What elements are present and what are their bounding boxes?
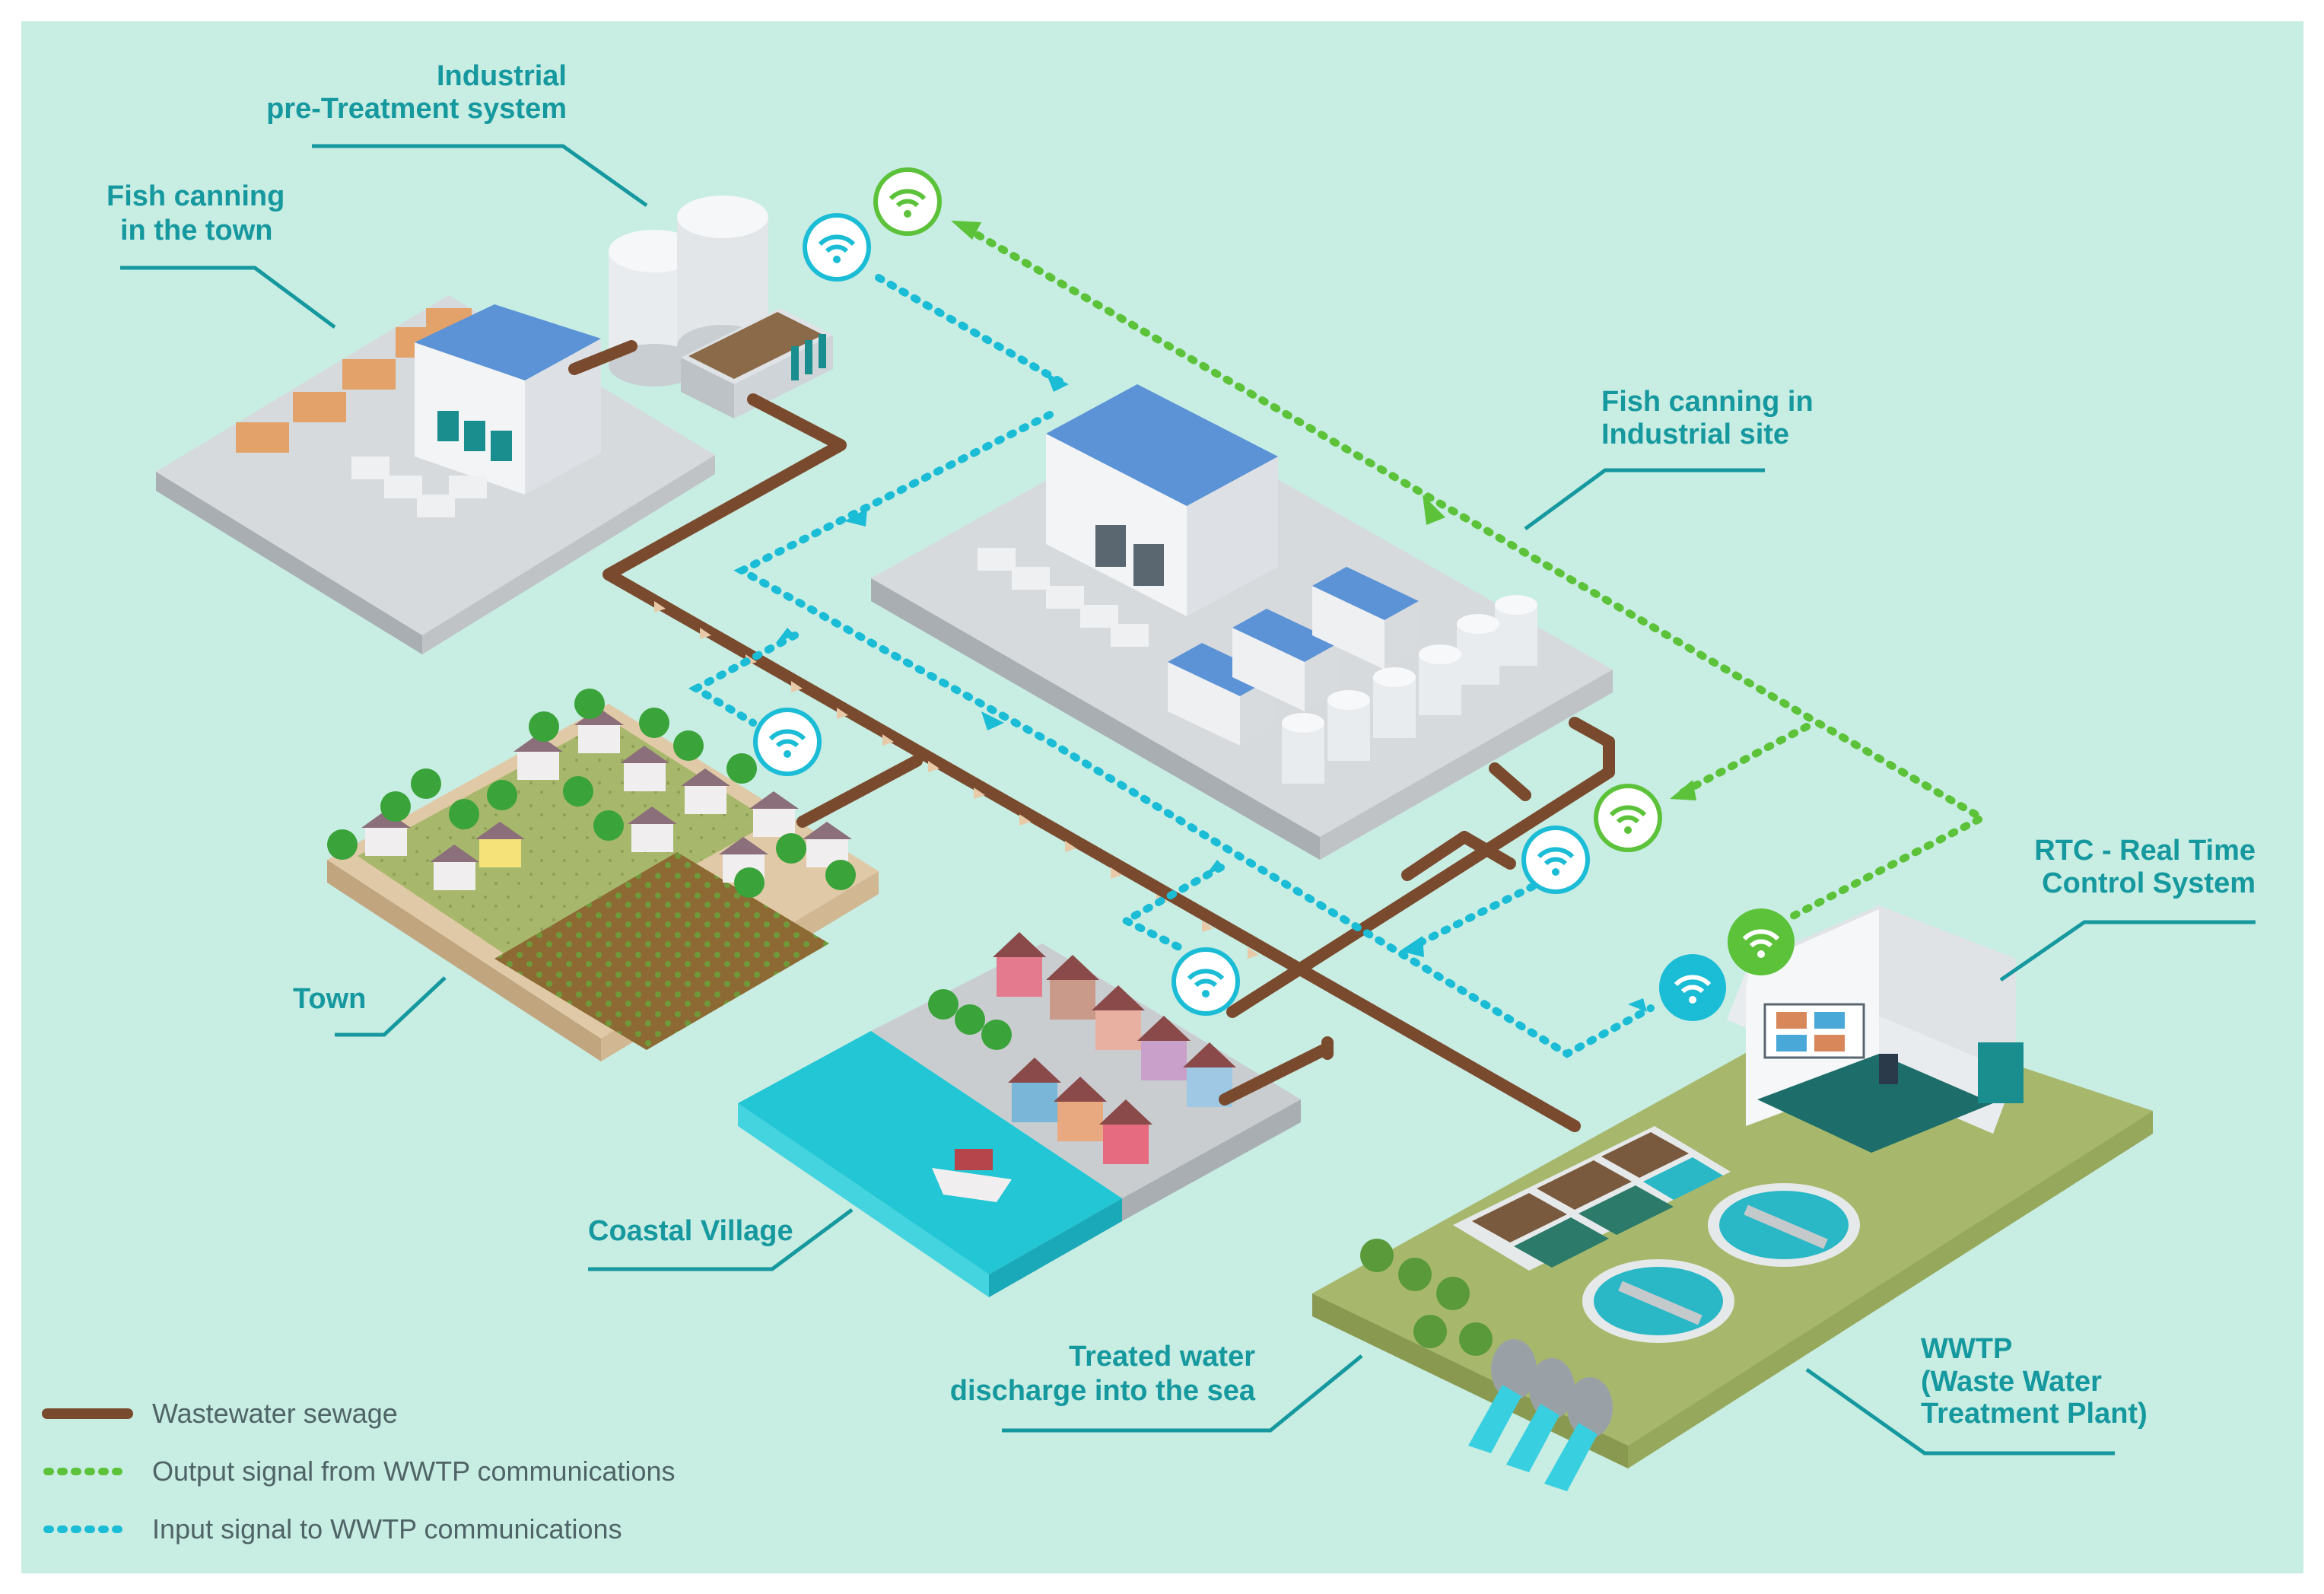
svg-text:(Waste Water: (Waste Water xyxy=(1921,1366,2102,1398)
wwtp-platform xyxy=(1312,905,2153,1491)
output-signal-arrows xyxy=(951,221,1696,800)
svg-text:Industrial site: Industrial site xyxy=(1601,418,1789,450)
svg-text:RTC - Real Time: RTC - Real Time xyxy=(2034,835,2256,867)
label-fish-canning-town: Fish canning in the town xyxy=(107,180,285,247)
svg-text:discharge into the sea: discharge into the sea xyxy=(950,1375,1256,1407)
fish-canning-town-platform xyxy=(156,295,715,654)
svg-text:Wastewater sewage: Wastewater sewage xyxy=(152,1398,398,1429)
input-signal-arrows xyxy=(776,373,1647,1012)
svg-text:Fish canning: Fish canning xyxy=(107,180,285,212)
label-fish-canning-industrial: Fish canning in Industrial site xyxy=(1601,386,1814,450)
label-wwtp: WWTP (Waste Water Treatment Plant) xyxy=(1921,1333,2148,1430)
wifi-icon xyxy=(1728,908,1795,975)
label-coastal-village: Coastal Village xyxy=(588,1215,793,1247)
wifi-icon xyxy=(1594,784,1662,852)
svg-text:Output signal from WWTP commun: Output signal from WWTP communications xyxy=(152,1456,676,1487)
svg-text:Treatment Plant): Treatment Plant) xyxy=(1921,1398,2148,1430)
legend: Wastewater sewage Output signal from WWT… xyxy=(42,1398,676,1545)
industrial-pretreatment-tanks xyxy=(609,196,833,418)
svg-text:Treated water: Treated water xyxy=(1069,1341,1255,1373)
wifi-icon xyxy=(873,167,942,236)
svg-text:Industrial: Industrial xyxy=(437,60,567,92)
leader-lines xyxy=(120,144,2256,1456)
svg-text:Control System: Control System xyxy=(2042,867,2256,899)
svg-text:pre-Treatment system: pre-Treatment system xyxy=(266,93,567,125)
wifi-icon xyxy=(1172,947,1240,1016)
label-rtc: RTC - Real Time Control System xyxy=(2034,835,2256,899)
label-industrial-pretreatment: Industrial pre-Treatment system xyxy=(266,60,567,125)
legend-item-output-signal: Output signal from WWTP communications xyxy=(43,1456,676,1487)
wifi-icon xyxy=(1521,826,1590,894)
svg-text:Input signal to WWTP communica: Input signal to WWTP communications xyxy=(152,1513,622,1545)
town-platform xyxy=(327,689,879,1061)
output-signal-lines xyxy=(962,224,1990,921)
coastal-village-platform xyxy=(738,932,1301,1297)
label-treated-water: Treated water discharge into the sea xyxy=(950,1341,1256,1407)
legend-item-input-signal: Input signal to WWTP communications xyxy=(43,1513,622,1545)
legend-item-sewage: Wastewater sewage xyxy=(42,1398,398,1429)
svg-text:Fish canning in: Fish canning in xyxy=(1601,386,1814,418)
svg-text:in the town: in the town xyxy=(120,215,273,247)
input-signal-lines xyxy=(688,274,1655,1058)
wastewater-sewage-network xyxy=(568,340,1615,1132)
wifi-icon xyxy=(753,708,822,776)
svg-text:Town: Town xyxy=(293,983,366,1015)
svg-text:Coastal Village: Coastal Village xyxy=(588,1215,793,1247)
wifi-icon xyxy=(803,213,871,282)
label-town: Town xyxy=(293,983,366,1015)
wifi-icon xyxy=(1659,954,1726,1021)
fish-canning-industrial-platform xyxy=(871,384,1613,860)
svg-text:WWTP: WWTP xyxy=(1921,1333,2012,1365)
